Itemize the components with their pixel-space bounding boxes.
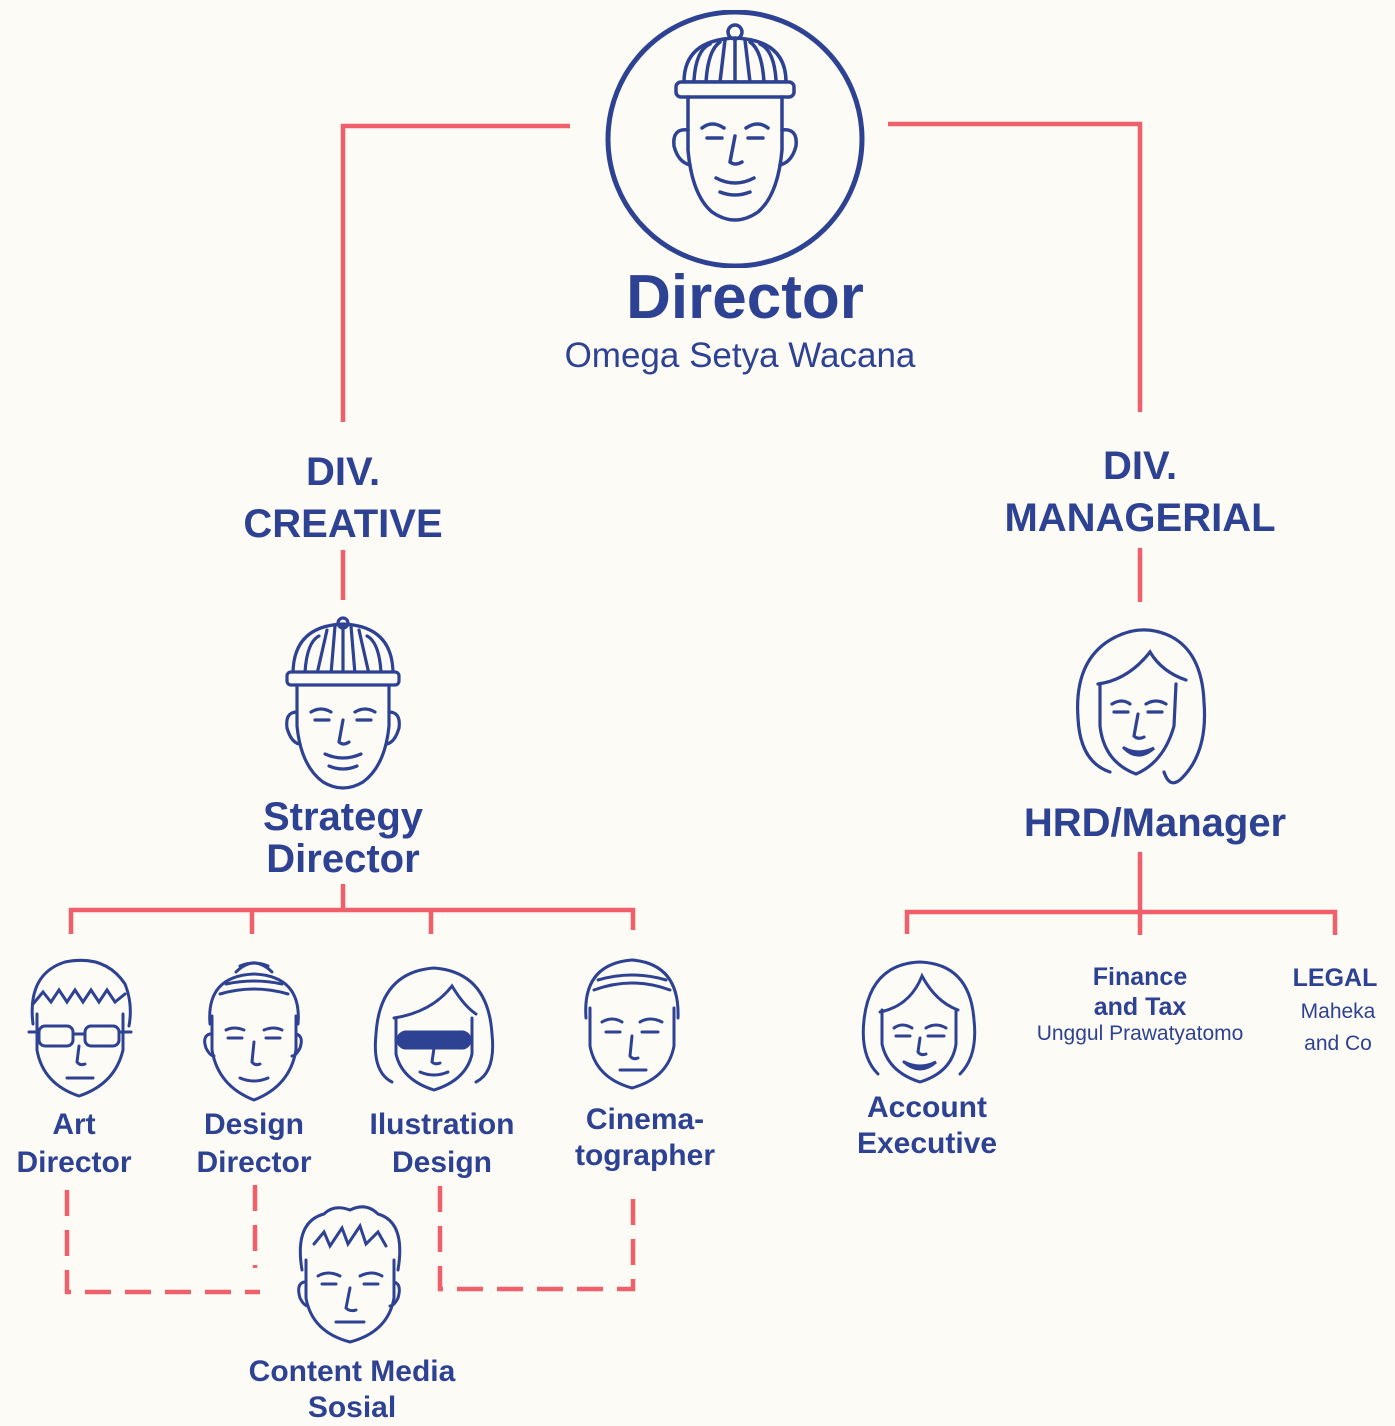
bracket-creative (68, 907, 636, 934)
hrd-manager-avatar (1076, 628, 1207, 785)
cinematographer-label: Cinema-tographer (574, 1103, 715, 1172)
director-name: Omega Setya Wacana (564, 336, 916, 375)
design-director-avatar (203, 961, 303, 1102)
line-director-managerial (888, 121, 1143, 412)
dashed-link-right (437, 1186, 636, 1292)
cinematographer-avatar (584, 958, 680, 1090)
content-media-sosial-avatar (297, 1205, 402, 1344)
director-title: Director (626, 263, 864, 332)
hrd-manager-label: HRD/Manager (1023, 801, 1287, 845)
bracket-managerial (904, 909, 1338, 935)
art-director-avatar (27, 958, 133, 1098)
ilustration-design-avatar (373, 966, 495, 1092)
strategy-director-avatar (285, 616, 401, 790)
legal-title: LEGAL (1292, 964, 1378, 992)
account-executive-avatar (861, 960, 977, 1084)
director-avatar (605, 10, 865, 268)
line-director-creative (340, 123, 570, 422)
division-creative-label: DIV.CREATIVE (243, 450, 443, 546)
dashed-link-left (64, 1190, 260, 1295)
finance-person-name: Unggul Prawatyatomo (1036, 1022, 1244, 1045)
division-managerial-label: DIV.MANAGERIAL (1004, 444, 1276, 540)
